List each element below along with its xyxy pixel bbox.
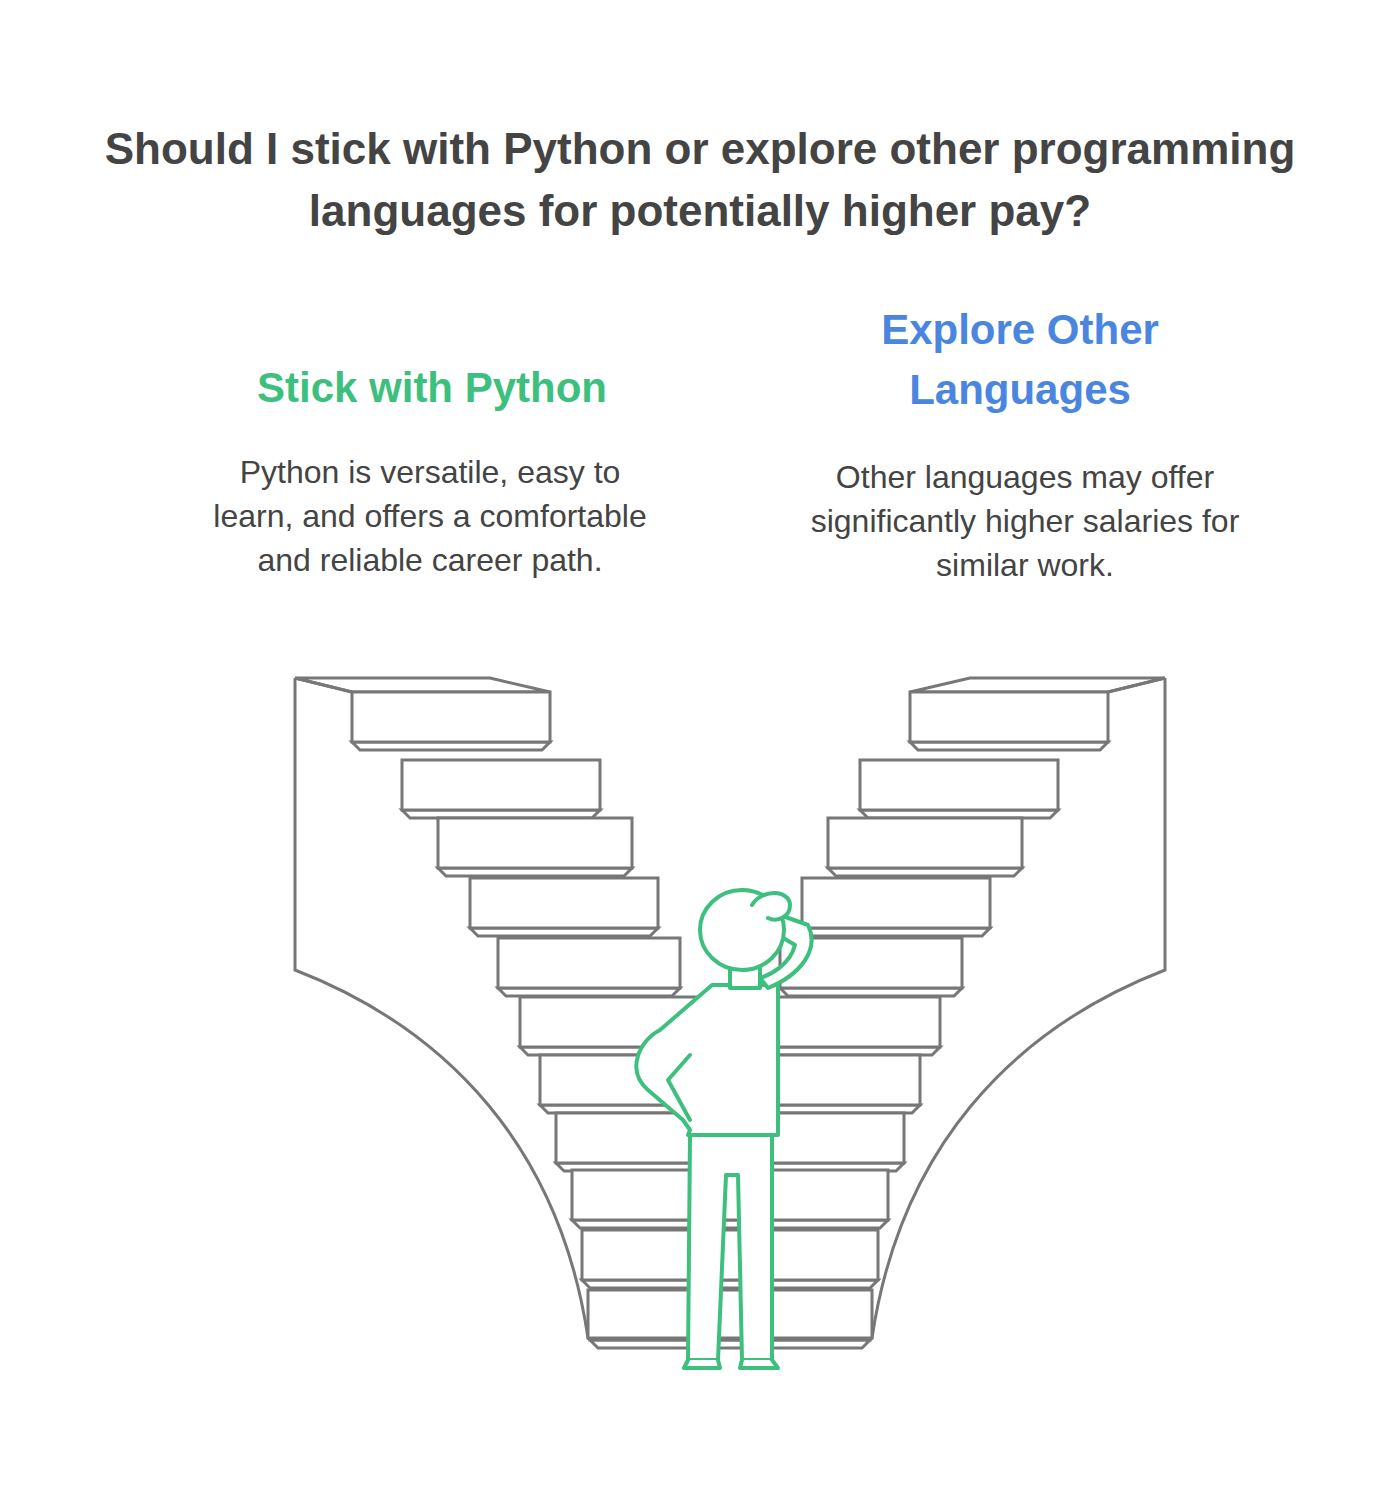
stair-step [802,878,990,928]
stair-top [295,678,550,692]
staircases [295,678,1165,1348]
stair-step [438,818,632,868]
stair-step [588,1290,872,1338]
stair-step [470,878,658,928]
stair-step [910,692,1108,742]
option-description: Python is versatile, easy to learn, and … [205,450,655,582]
option-description: Other languages may offer significantly … [795,455,1255,587]
stair-step [402,760,600,810]
stair-step [860,760,1058,810]
stair-step [582,1230,878,1280]
diagram-title: Should I stick with Python or explore ot… [40,118,1360,242]
stair-step [572,1170,888,1220]
option-heading: Stick with Python [222,358,642,418]
thinking-person [636,890,811,1368]
stair-step [828,818,1022,868]
stair-top [910,678,1165,692]
stair-step [498,938,680,988]
option-heading: Explore Other Languages [820,300,1220,420]
stair-step [352,692,550,742]
